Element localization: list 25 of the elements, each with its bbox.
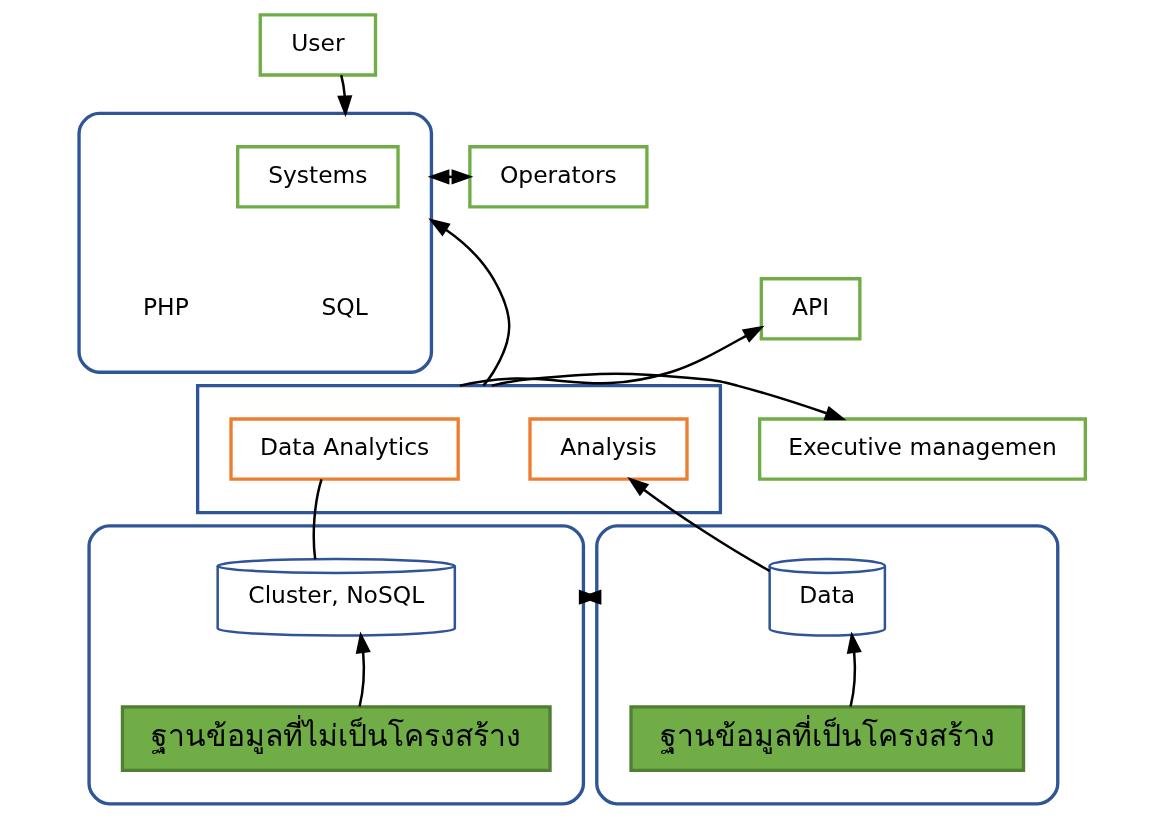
- cluster: [87, 524, 586, 806]
- node-box: User: [258, 13, 378, 77]
- connector: [312, 479, 323, 560]
- node-box: Systems: [236, 145, 400, 209]
- arrow: [578, 589, 602, 605]
- node-box: Operators: [468, 145, 649, 209]
- arrow: [428, 218, 511, 387]
- node-box: Executive managemen: [757, 417, 1087, 481]
- label: SQL: [321, 292, 368, 321]
- node-box: ฐานข้อมูลที่เป็นโครงสร้าง: [629, 705, 1026, 773]
- cluster: [77, 111, 434, 374]
- arrow: [459, 325, 765, 387]
- node-box: Data Analytics: [229, 417, 460, 481]
- node-box: ฐานข้อมูลที่ไม่เป็นโครงสร้าง: [120, 705, 552, 773]
- cluster: [595, 524, 1060, 806]
- arrow: [427, 169, 474, 185]
- node-box: Analysis: [528, 417, 689, 481]
- arrow: [627, 477, 771, 572]
- arrow: [355, 631, 371, 707]
- arrow: [846, 631, 862, 707]
- arrow: [491, 372, 847, 421]
- arrow: [337, 74, 353, 118]
- node-box: API: [759, 277, 862, 341]
- cluster: [195, 383, 723, 515]
- label: PHP: [143, 292, 189, 321]
